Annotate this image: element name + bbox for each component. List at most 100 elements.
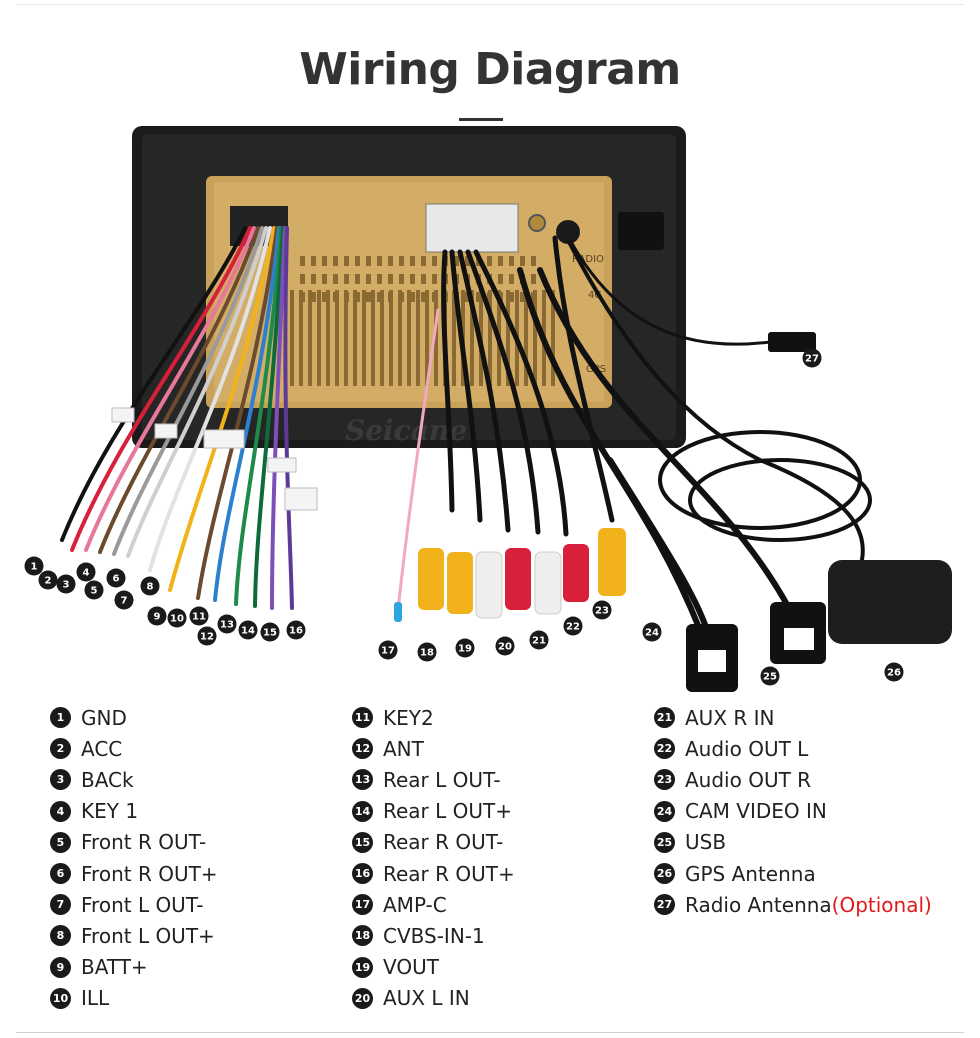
callout-circle: [802, 348, 822, 368]
callout-circle: [140, 576, 160, 596]
callout-number: 19: [458, 644, 472, 655]
legend-label: Front L OUT+: [81, 923, 215, 948]
vent-slot: [355, 256, 360, 266]
optional-note: (Optional): [831, 892, 932, 917]
callout-circle: [38, 570, 58, 590]
vent-slot: [551, 290, 555, 386]
page-title: Wiring Diagram: [299, 44, 681, 95]
callout-circle: [286, 620, 306, 640]
vent-slot: [311, 256, 316, 266]
legend-label: CVBS-IN-1: [383, 923, 485, 948]
callout-circle: [760, 666, 780, 686]
callout-13: 13: [217, 614, 237, 634]
vent-slot: [353, 290, 357, 386]
callout-1: 1: [24, 556, 44, 576]
legend-number-badge: 5: [50, 831, 71, 853]
callout-circle: [529, 630, 549, 650]
vent-slot: [421, 256, 426, 266]
vent-slot: [509, 274, 514, 284]
legend-number-badge: 22: [654, 738, 675, 760]
vent-slot: [344, 256, 349, 266]
legend-number-badge: 25: [654, 831, 675, 853]
callout-number: 1: [31, 562, 38, 573]
legend-number-badge: 9: [50, 956, 71, 978]
vent-slot: [333, 274, 338, 284]
gps-cable: [566, 239, 872, 592]
gps-antenna-puck: [828, 560, 952, 644]
radio-socket: [556, 220, 580, 244]
vent-slot: [520, 292, 525, 302]
vent-slot: [399, 256, 404, 266]
callout-number: 20: [498, 642, 512, 653]
gps-socket: [528, 214, 546, 232]
callout-10: 10: [167, 608, 187, 628]
vent-slot: [377, 256, 382, 266]
callout-number: 5: [91, 586, 98, 597]
vent-slot: [498, 256, 503, 266]
vent-slot: [524, 290, 528, 386]
callout-circle: [238, 620, 258, 640]
amp-c-tip: [394, 602, 402, 622]
callout-23: 23: [592, 600, 612, 620]
legend-number-badge: 19: [352, 956, 373, 978]
vent-slot: [326, 290, 330, 386]
legend-label: Front R OUT+: [81, 861, 218, 886]
callout-number: 25: [763, 672, 777, 683]
legend-number-badge: 16: [352, 863, 373, 885]
callout-number: 16: [289, 626, 303, 637]
vent-slot: [335, 290, 339, 386]
callout-number: 22: [566, 622, 580, 633]
callout-number: 17: [381, 646, 395, 657]
legend-number-badge: 1: [50, 707, 71, 729]
legend-number-badge: 7: [50, 894, 71, 916]
callout-number: 3: [63, 580, 70, 591]
legend-number-badge: 15: [352, 831, 373, 853]
callout-number: 18: [420, 648, 434, 659]
vent-slot: [509, 256, 514, 266]
vent-slot: [398, 290, 402, 386]
vent-slot: [470, 290, 474, 386]
vent-slot: [380, 290, 384, 386]
vent-slot: [388, 256, 393, 266]
vent-slot: [388, 274, 393, 284]
legend-number-badge: 8: [50, 925, 71, 947]
vent-slot: [410, 292, 415, 302]
callout-circle: [84, 580, 104, 600]
vent-slot: [344, 274, 349, 284]
legend-number-badge: 21: [654, 707, 675, 729]
vent-slot: [311, 292, 316, 302]
vent-slot: [344, 290, 348, 386]
legend-label: Rear R OUT-: [383, 830, 504, 855]
callout-12: 12: [197, 626, 217, 646]
vent-slot: [432, 274, 437, 284]
legend-label: ANT: [383, 736, 424, 761]
vent-slot: [322, 274, 327, 284]
callout-number: 2: [45, 576, 52, 587]
callout-circle: [147, 606, 167, 626]
wiring-illustration: RADIO 4G GPS Seicane: [24, 126, 952, 692]
legend-number-badge: 10: [50, 987, 71, 1009]
callout-19: 19: [455, 638, 475, 658]
legend-label: BACk: [81, 767, 134, 792]
callout-number: 6: [113, 574, 120, 585]
callout-circle: [106, 568, 126, 588]
speaker-power-harness: [60, 226, 294, 610]
vent-slot: [355, 274, 360, 284]
callout-number: 4: [83, 568, 90, 579]
callout-4: 4: [76, 562, 96, 582]
vent-slot: [506, 290, 510, 386]
